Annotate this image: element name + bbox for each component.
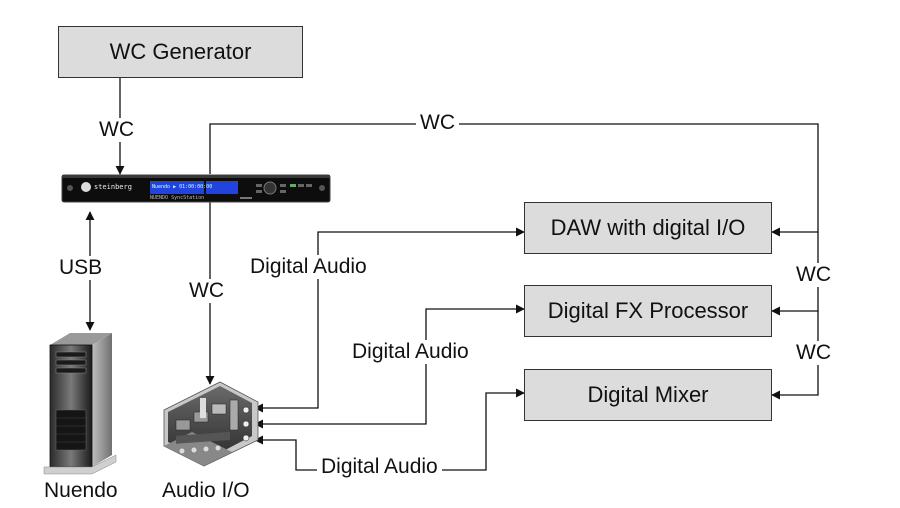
digital-mixer-box: Digital Mixer [524, 369, 772, 421]
computer-tower-icon [43, 333, 117, 475]
sync-model-text: NUENDO SyncStation [150, 195, 205, 201]
label-digital-audio-fx: Digital Audio [348, 340, 473, 364]
label-digital-audio-daw: Digital Audio [246, 255, 371, 279]
brand-logo-icon [81, 182, 91, 192]
jog-knob-icon [263, 181, 277, 195]
wc-top-line [209, 123, 819, 237]
label-wc-audio: WC [185, 279, 228, 303]
label-wc-right-1: WC [792, 263, 835, 287]
computer-caption: Nuendo [40, 479, 122, 503]
sync-brand-text: steinberg [94, 183, 132, 191]
sync-display-text: Nuendo ▶ 01:00:00:00 [152, 184, 213, 190]
wc-right-mixer-line [771, 311, 819, 400]
label-wc-top: WC [416, 111, 459, 135]
label-digital-audio-mixer: Digital Audio [317, 455, 442, 479]
syncstation-device [61, 174, 331, 203]
label-wc-generator-link: WC [95, 118, 138, 142]
audio-io-card-icon [163, 381, 259, 467]
daw-box: DAW with digital I/O [524, 202, 772, 254]
sync-display-screen [150, 181, 204, 194]
fx-processor-box: Digital FX Processor [524, 285, 772, 337]
digital-audio-fx-line [254, 304, 525, 429]
label-wc-right-2: WC [792, 341, 835, 365]
wc-generator-box: WC Generator [58, 26, 303, 78]
audio-io-caption: Audio I/O [158, 479, 254, 503]
label-usb: USB [55, 256, 107, 280]
